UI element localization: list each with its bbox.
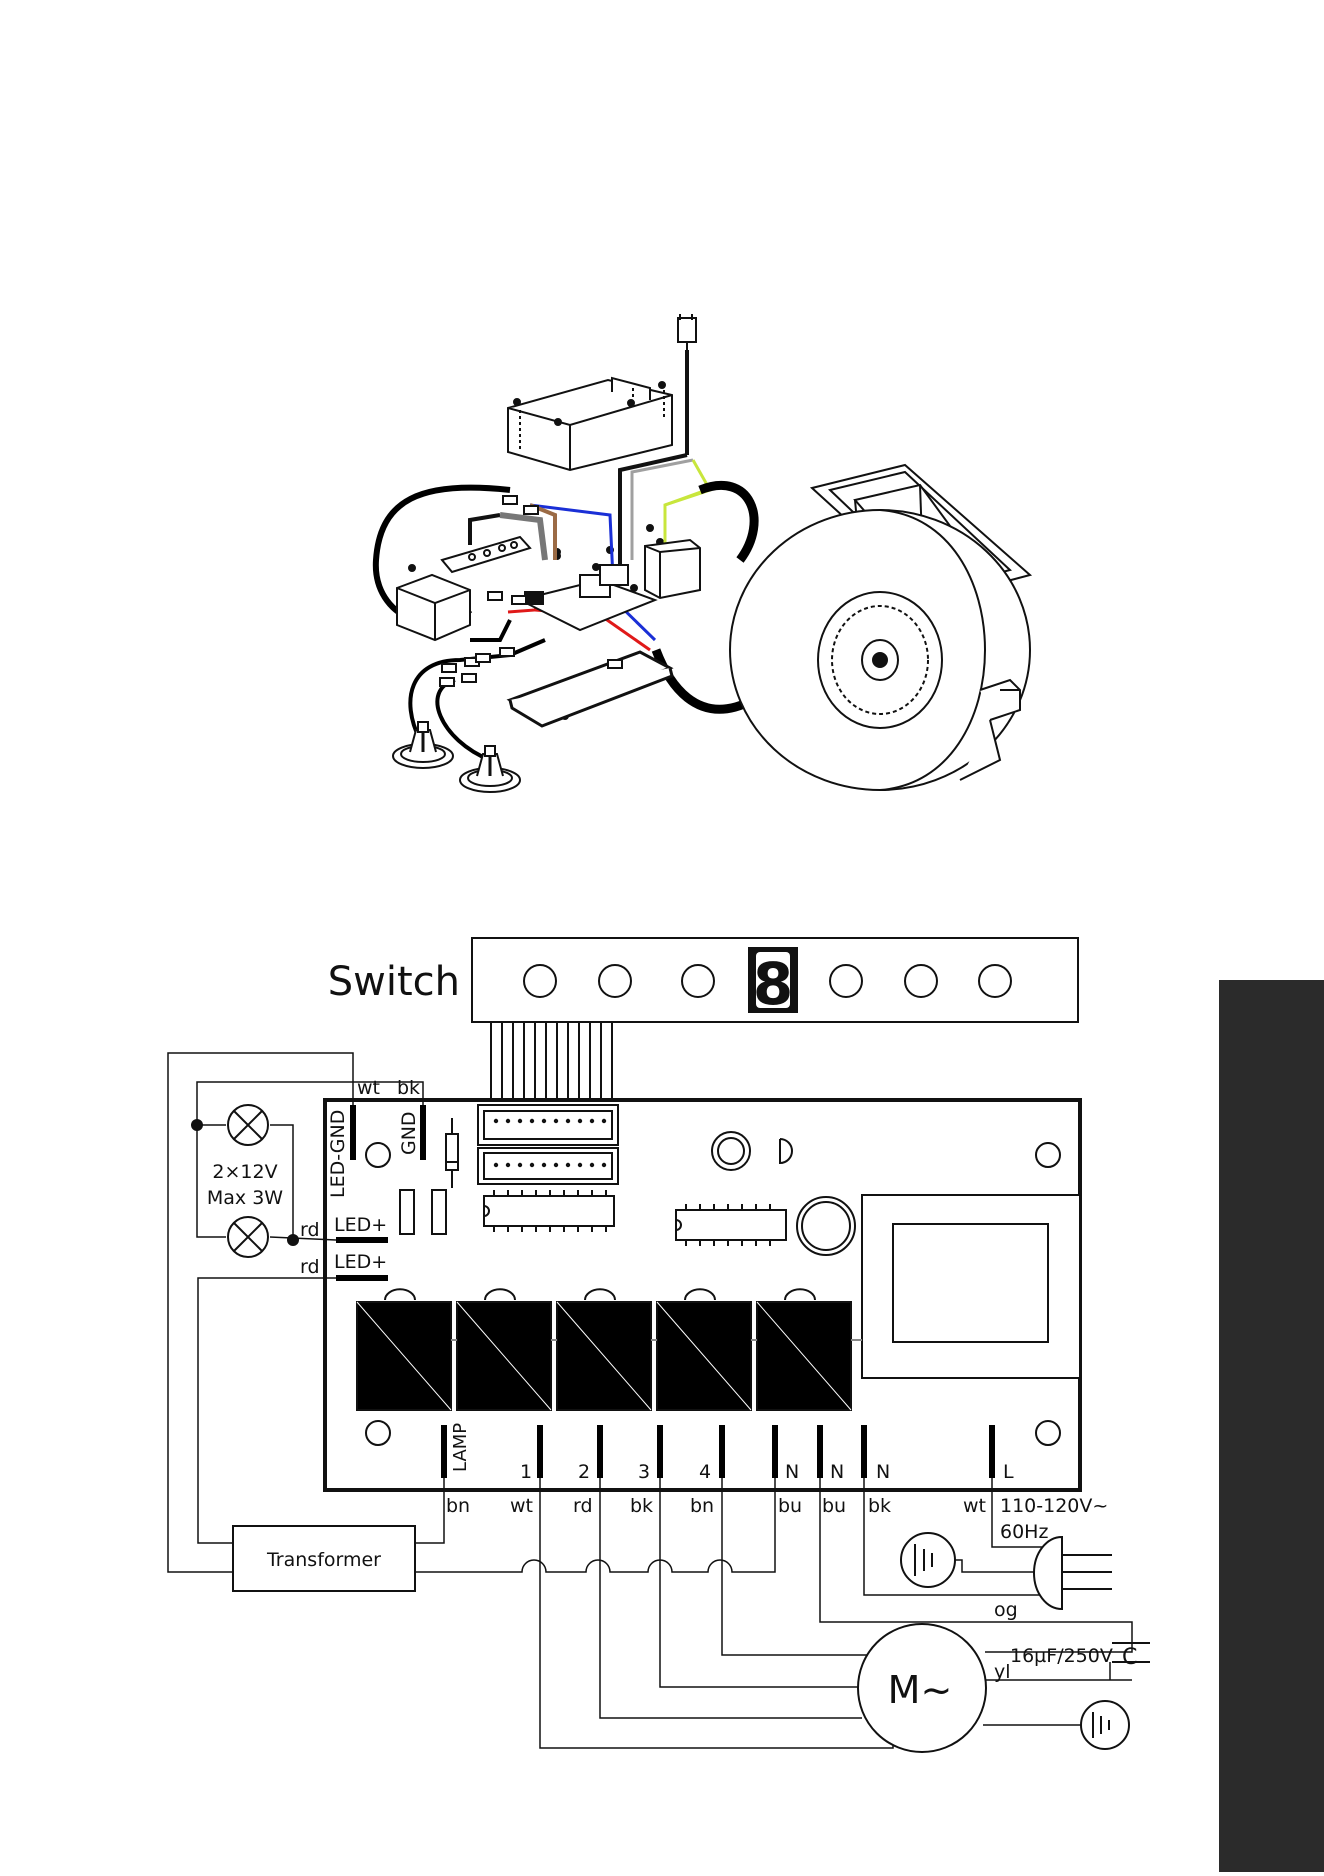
terminal-label-n1: N — [785, 1461, 799, 1483]
terminal-label-3: 3 — [638, 1461, 650, 1483]
wire-label-cap-yl: yl — [994, 1661, 1011, 1683]
switch-label: Switch — [328, 959, 460, 1005]
keypad-panel — [510, 652, 672, 726]
capacitor-box — [645, 540, 700, 598]
transformer-label: Transformer — [266, 1549, 381, 1571]
relay-row — [357, 1289, 862, 1410]
relay-icon — [657, 1289, 751, 1410]
terminal-label-led-plus-1: LED+ — [334, 1214, 387, 1236]
wire-label-t3-bk: bk — [630, 1495, 653, 1517]
wire-label-led-rd-2: rd — [300, 1256, 320, 1278]
wire-label-n1-bu: bu — [778, 1495, 802, 1517]
relay-icon — [357, 1289, 451, 1410]
display-digit: 8 — [753, 950, 793, 1018]
plug-icon — [1034, 1537, 1112, 1609]
wire-label-led-rd-1: rd — [300, 1219, 320, 1241]
board-transformer — [862, 1195, 1080, 1378]
terminal-label-n3: N — [876, 1461, 890, 1483]
ground-icon — [1081, 1701, 1129, 1749]
side-tab — [1219, 980, 1324, 1872]
supply-voltage: 110-120V~ — [1000, 1495, 1108, 1517]
switch-button-icon — [979, 965, 1011, 997]
terminal-label-led-plus-2: LED+ — [334, 1251, 387, 1273]
wire-label-t2-rd: rd — [573, 1495, 593, 1517]
relay-icon — [557, 1289, 651, 1410]
relay-icon — [457, 1289, 551, 1410]
assembly-illustration — [376, 314, 1030, 792]
switch-button-icon — [682, 965, 714, 997]
lamp-rating-line1: 2×12V — [212, 1161, 277, 1183]
lamp-icon — [228, 1105, 268, 1145]
ic-chip — [676, 1204, 786, 1246]
wire-label-top-wt: wt — [357, 1077, 380, 1099]
terminal-label-gnd: GND — [398, 1111, 420, 1155]
junction-dot — [287, 1234, 299, 1246]
ground-icon — [901, 1533, 955, 1587]
terminal-label-1: 1 — [520, 1461, 532, 1483]
capacitor-symbol: C — [1122, 1645, 1137, 1670]
switch-button-icon — [905, 965, 937, 997]
switch-button-icon — [830, 965, 862, 997]
cover-box — [508, 378, 672, 470]
puck-light-icon — [460, 746, 520, 792]
wire-label-lamp-bn: bn — [446, 1495, 470, 1517]
terminal-label-led-gnd: LED-GND — [327, 1110, 349, 1198]
ic-chip — [484, 1190, 614, 1232]
puck-light-icon — [393, 722, 453, 768]
relay-icon — [757, 1289, 851, 1410]
power-plug-icon — [678, 314, 696, 455]
wire-label-n2-bu: bu — [822, 1495, 846, 1517]
lamp-rating-line2: Max 3W — [207, 1187, 283, 1209]
terminal-label-n2: N — [830, 1461, 844, 1483]
led-bar — [442, 515, 545, 572]
wire-label-l-wt: wt — [963, 1495, 986, 1517]
switch-button-icon — [599, 965, 631, 997]
junction-dot — [191, 1119, 203, 1131]
wire-label-n3-bk: bk — [868, 1495, 891, 1517]
seven-segment-display: 8 — [748, 947, 798, 1018]
wire-label-top-bk: bk — [397, 1077, 420, 1099]
terminal-label-lamp: LAMP — [450, 1423, 471, 1472]
capacitor-rating: 16µF/250V — [1010, 1645, 1113, 1667]
wire-label-t1-wt: wt — [510, 1495, 533, 1517]
supply-frequency: 60Hz — [1000, 1521, 1048, 1543]
switch-panel: Switch 8 — [328, 938, 1078, 1022]
blower-icon — [730, 465, 1030, 790]
terminal-label-4: 4 — [699, 1461, 711, 1483]
motor-label: M~ — [888, 1668, 953, 1712]
driver-box — [397, 575, 470, 640]
circuit-board — [325, 1100, 1080, 1490]
terminal-label-l: L — [1003, 1461, 1014, 1483]
wire-label-cap-og: og — [994, 1599, 1018, 1621]
wire-label-t4-bn: bn — [690, 1495, 714, 1517]
lamp-icon — [228, 1217, 268, 1257]
terminal-label-2: 2 — [578, 1461, 590, 1483]
switch-button-icon — [524, 965, 556, 997]
